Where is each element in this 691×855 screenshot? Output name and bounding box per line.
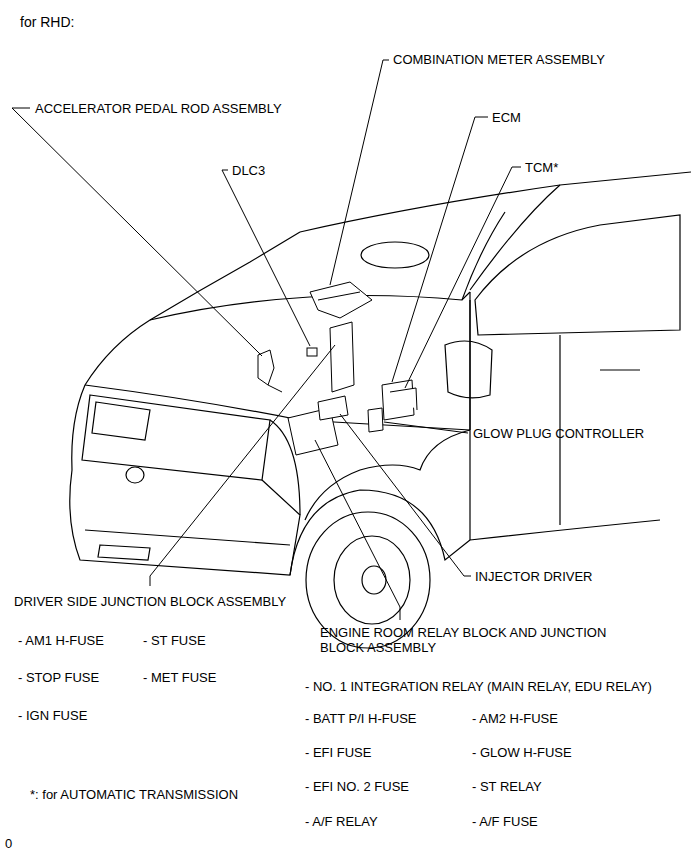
relay-item: - A/F RELAY: [305, 814, 378, 829]
leader-line: [405, 167, 521, 388]
windshield-top: [150, 232, 300, 320]
hood-rear-edge: [150, 292, 470, 320]
leader-line: [384, 422, 468, 433]
part-name: INJECTOR DRIVER: [475, 569, 593, 584]
fog-lamp: [98, 545, 150, 560]
headlight: [92, 402, 150, 440]
tcm: [390, 388, 417, 410]
fuse-item: - MET FUSE: [143, 670, 216, 685]
injector-driver: [318, 396, 348, 420]
leader-line: [340, 414, 471, 576]
door-outline: [470, 300, 660, 540]
meter-detail: [318, 292, 360, 300]
grille-surround: [82, 395, 270, 480]
combination-meter: [310, 282, 372, 318]
driver-side-junction-block: [330, 322, 354, 392]
fuse-item: - AM2 H-FUSE: [472, 711, 558, 726]
footnote: *: for AUTOMATIC TRANSMISSION: [30, 787, 238, 802]
leader-line: [12, 108, 262, 356]
wheel-hub: [362, 566, 386, 594]
emblem: [126, 467, 144, 483]
a-pillar: [470, 185, 560, 290]
page-mark: 0: [5, 836, 12, 851]
fuse-item: - GLOW H-FUSE: [472, 745, 572, 760]
side-window: [475, 215, 680, 335]
leader-lines: [12, 60, 521, 620]
relay-item: - ST RELAY: [472, 779, 542, 794]
accelerator-pedal: [258, 350, 274, 385]
fuse-item: - IGN FUSE: [18, 708, 87, 723]
leader-line: [392, 117, 488, 382]
part-name: ENGINE ROOM RELAY BLOCK AND JUNCTION BLO…: [320, 625, 625, 655]
wheel-rim: [334, 536, 410, 624]
bumper: [70, 470, 300, 575]
vehicle-body: [70, 172, 691, 648]
part-name: TCM*: [525, 160, 558, 175]
leader-line: [315, 440, 400, 620]
fuse-item: - ST FUSE: [143, 633, 206, 648]
part-name: DRIVER SIDE JUNCTION BLOCK ASSEMBLY: [14, 594, 286, 609]
fuse-item: - A/F FUSE: [472, 814, 538, 829]
side-mirror: [445, 341, 492, 398]
page-title: for RHD:: [20, 14, 74, 30]
leader-line: [150, 345, 335, 586]
leader-line: [222, 170, 310, 346]
fuse-item: - STOP FUSE: [18, 670, 99, 685]
front-left-corner: [72, 385, 85, 470]
wheel-arch: [290, 490, 470, 575]
part-name: ACCELERATOR PEDAL ROD ASSEMBLY: [35, 101, 282, 116]
pedal-rod: [268, 385, 282, 392]
part-name: GLOW PLUG CONTROLLER: [473, 426, 644, 441]
dlc3-connector: [307, 348, 317, 356]
leader-line: [330, 60, 389, 285]
components: [258, 282, 417, 455]
relay-item: - NO. 1 INTEGRATION RELAY (MAIN RELAY, E…: [305, 679, 652, 694]
bumper-line: [85, 530, 290, 545]
glow-plug-controller: [368, 408, 383, 432]
fuse-item: - EFI FUSE: [305, 745, 371, 760]
hood-left-edge: [85, 320, 150, 385]
part-name: COMBINATION METER ASSEMBLY: [393, 52, 605, 67]
fuse-item: - AM1 H-FUSE: [18, 633, 104, 648]
door-handle: [600, 369, 640, 370]
part-name: DLC3: [232, 163, 265, 178]
part-name: ECM: [492, 110, 521, 125]
steering-wheel: [361, 242, 429, 268]
fuse-item: - BATT P/I H-FUSE: [305, 711, 416, 726]
fuse-item: - EFI NO. 2 FUSE: [305, 779, 409, 794]
